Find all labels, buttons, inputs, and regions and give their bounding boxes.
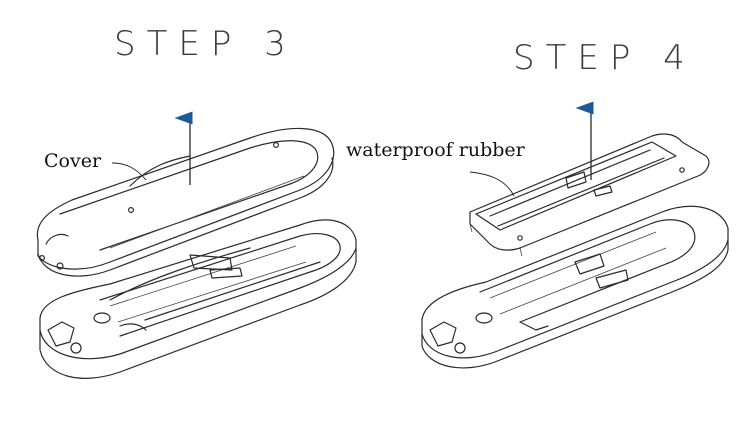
waterproof-rubber-label: waterproof rubber [346,139,525,161]
cover-label: Cover [44,150,102,172]
step4-base-housing [421,205,729,369]
step3-base-housing [39,219,357,379]
rubber-leader-line [469,171,515,197]
step4-rubber-gasket [469,133,710,257]
step3-cover [36,127,335,277]
step3-title: STEP 3 [114,24,297,64]
cover-leader-line [111,162,147,181]
step4-title: STEP 4 [513,38,696,78]
